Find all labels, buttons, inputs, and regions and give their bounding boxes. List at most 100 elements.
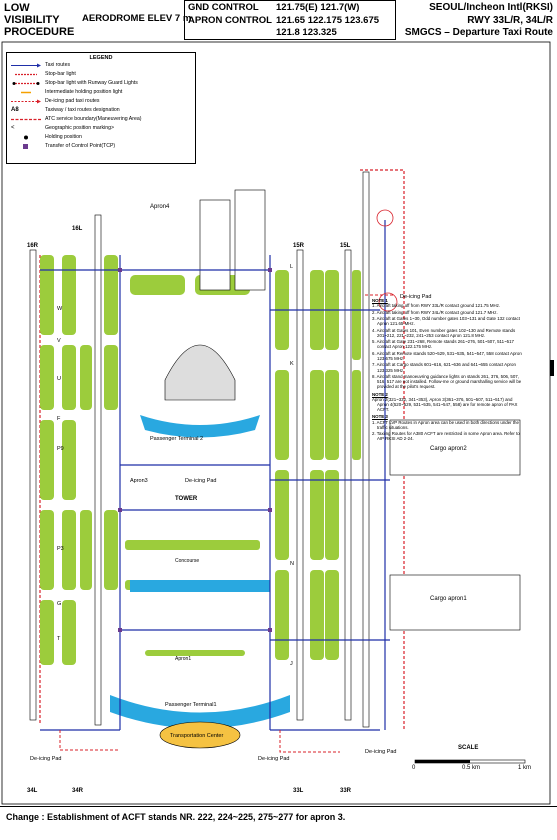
terminal2-dome <box>164 344 236 401</box>
note2-text: Apron 2(321~332, 341~353), Apron 3(361~3… <box>372 396 518 413</box>
map-frame <box>1 41 551 805</box>
intermediate-holding-icon <box>21 91 31 94</box>
rwy-34L: 34L <box>27 788 38 794</box>
stop-bar-icon <box>15 73 37 76</box>
svg-text:U: U <box>57 376 61 382</box>
legend: LEGEND Taxi routes Stop-bar light Stop-b… <box>6 52 196 164</box>
rwy-33R: 33R <box>340 788 352 794</box>
aerodrome-elevation: AERODROME ELEV 7 m <box>82 13 192 24</box>
svg-text:G: G <box>57 601 61 607</box>
note1-item: 3. Aircraft at Gates 1~30, Odd number ga… <box>372 315 520 327</box>
svg-text:V: V <box>57 338 61 344</box>
note1-item: 6. Aircraft at Remote stands 520~529, 53… <box>372 350 522 361</box>
deicing-pad-north <box>376 209 394 227</box>
apron4-building <box>199 199 231 291</box>
runway-16R-34L <box>29 249 37 721</box>
scale-bar <box>414 759 526 764</box>
cargo-apron2-area <box>389 419 521 476</box>
procedure-label: LOW VISIBILITY PROCEDURE <box>4 2 74 38</box>
transportation-center <box>159 721 241 749</box>
runway-15L-33R <box>344 249 352 721</box>
legend-item-intermediate-holding: Intermediate holding position light <box>7 88 195 97</box>
gnd-control-freq: 121.75(E) 121.7(W) <box>276 2 360 13</box>
note3-title: NOTE 3 <box>372 414 388 420</box>
holding-position-icon <box>24 135 28 140</box>
deicing-pad-e-label: De-icing Pad <box>365 749 397 755</box>
tcp-markers <box>118 268 272 632</box>
note1-item: 4. Aircraft at Gates 101, Even number ga… <box>372 327 516 338</box>
terminal1-label: Passenger Terminal1 <box>165 702 217 708</box>
note1-item: 2. Aircraft taking off from RWY 34L/R co… <box>372 309 498 315</box>
deicing-route-icon <box>11 99 41 104</box>
scale-title: SCALE <box>458 745 479 751</box>
legend-item-taxi-routes: Taxi routes <box>7 61 195 70</box>
svg-text:T: T <box>57 636 61 642</box>
tower-label: TOWER <box>175 496 198 502</box>
legend-item-geographic-marking: <Geographic position marking> <box>11 125 115 131</box>
procedure-line-1: LOW <box>4 2 30 14</box>
tcp-icon <box>23 144 28 149</box>
svg-text:W: W <box>57 306 63 312</box>
terminal2-label: Passenger Terminal 2 <box>150 436 203 442</box>
svg-text:L: L <box>290 264 293 270</box>
note3-item: 2. Taxiing Routes for A380 ACFT are rest… <box>372 431 520 442</box>
stop-bar-guard-icon <box>12 82 40 85</box>
notes-panel: NOTE 1 1. Aircraft taking off from RWY 3… <box>372 296 522 476</box>
note1-item: 5. Aircraft at Gate 231~268, Remote stan… <box>372 339 514 350</box>
atc-boundary-icon <box>11 118 41 121</box>
svg-text:F: F <box>57 416 61 422</box>
transportation-center-label: Transportation Center <box>170 733 223 739</box>
legend-title: LEGEND <box>89 55 113 61</box>
note1-item: 1. Aircraft taking off from RWY 33L/R co… <box>372 303 501 309</box>
scale-end: 1 km <box>518 765 532 771</box>
runway-16L-34R <box>94 214 102 726</box>
chart-type: SMGCS – Departure Taxi Route <box>404 27 553 38</box>
cargo-apron2-label: Cargo apron2 <box>430 446 467 452</box>
runway-east <box>362 171 370 728</box>
taxi-routes <box>40 220 390 731</box>
apron3-label: Apron3 <box>130 478 148 484</box>
legend-item-stop-bar: Stop-bar light <box>7 70 195 79</box>
scale-mid: 0.5 km <box>462 765 481 771</box>
legend-item-atc-boundary: ATC service boundary(Maneuvering Area) <box>7 115 195 124</box>
apron4-label: Apron4 <box>150 204 170 210</box>
svg-text:P3: P3 <box>57 546 64 552</box>
airport-name: SEOUL/Incheon Intl(RKSI) <box>429 2 553 13</box>
svg-text:J: J <box>290 661 293 667</box>
taxiway-letters-left: W V U F P9 P3 G T <box>57 306 64 642</box>
apron4-stands <box>234 189 266 291</box>
taxiway-letters-right: L K N J <box>290 264 294 667</box>
chart-title: SEOUL/Incheon Intl(RKSI) RWY 33L/R, 34L/… <box>405 2 553 40</box>
note1-title: NOTE 1 <box>372 298 388 303</box>
grass-areas-left <box>40 255 118 665</box>
deicing-pad-east <box>378 292 398 312</box>
legend-item-tcp: Transfer of Control Point(TCP) <box>7 142 195 151</box>
deicing-routes <box>59 294 395 753</box>
scale-start: 0 <box>412 765 416 771</box>
footer-rule <box>0 806 557 807</box>
rwy-33L: 33L <box>293 788 304 794</box>
rwy-16L: 16L <box>72 226 83 232</box>
note2-title: NOTE 2 <box>372 391 388 397</box>
procedure-line-2: VISIBILITY <box>4 14 60 26</box>
scale: SCALE 0 0.5 km 1 km <box>410 745 540 775</box>
apron-control-freq-2: 121.8 123.325 <box>276 27 337 38</box>
procedure-line-3: PROCEDURE <box>4 26 75 38</box>
gnd-control-label: GND CONTROL <box>188 2 259 13</box>
legend-item-holding-position: Holding position <box>7 133 195 142</box>
deicing-pad-center-label: De-icing Pad <box>185 478 217 484</box>
runways-line: RWY 33L/R, 34L/R <box>467 14 553 26</box>
frequency-block: GND CONTROL 121.75(E) 121.7(W) APRON CONT… <box>188 2 379 40</box>
legend-item-stop-bar-guard: Stop-bar light with Runway Guard Lights <box>7 79 195 88</box>
deicing-pad-east-label: De-icing Pad <box>400 294 432 300</box>
rwy-15L: 15L <box>340 243 351 249</box>
svg-text:N: N <box>290 561 294 567</box>
chart-header: LOW VISIBILITY PROCEDURE AERODROME ELEV … <box>0 0 557 44</box>
taxi-route-arrow-icon <box>11 63 41 68</box>
page-edge-tab <box>550 360 554 376</box>
deicing-pad-sw-label: De-icing Pad <box>30 756 62 762</box>
cargo-apron1-label: Cargo apron1 <box>430 596 467 602</box>
apron-control-label: APRON CONTROL <box>188 14 272 26</box>
note1-item: 7. Aircraft at Cargo stands 601~616, 621… <box>372 362 516 373</box>
